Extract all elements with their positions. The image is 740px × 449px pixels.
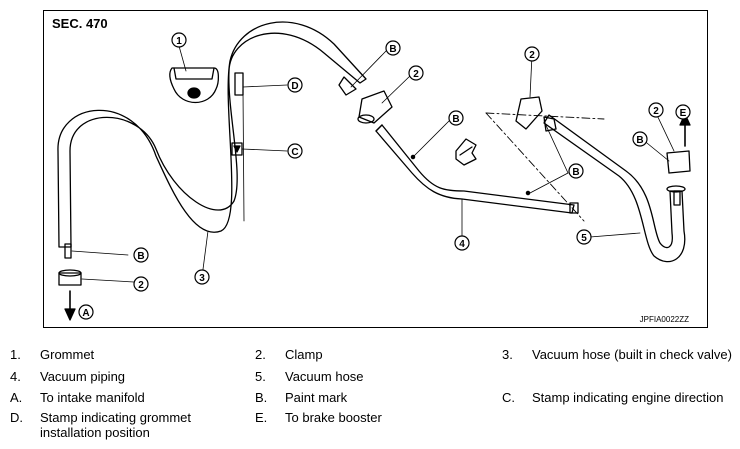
stamp-d-shape [234, 72, 244, 96]
callout-label-b: B [452, 114, 459, 125]
callout-label-e: E [680, 108, 687, 119]
callout-label-a: A [82, 308, 89, 319]
callout-circle [287, 77, 303, 93]
clamp-e-shape [666, 150, 691, 174]
callout-circle [454, 235, 470, 251]
callout-label-c: C [291, 147, 298, 158]
section-label: SEC. 470 [52, 16, 108, 31]
callout-circle [133, 276, 149, 292]
legend-item-2: 2.Clamp [255, 347, 323, 362]
grommet-shape [169, 67, 220, 103]
legend-item-1: 1.Grommet [10, 347, 95, 362]
vacuum-hose-5-shape [543, 114, 686, 263]
callout-label-4: 4 [459, 239, 465, 250]
callout-circle [632, 131, 648, 147]
figure-code: JPFIA0022ZZ [639, 315, 689, 324]
clip-shape [455, 138, 477, 166]
callout-label-3: 3 [199, 273, 205, 284]
legend-item-e: E.To brake booster [255, 410, 382, 425]
legend-item-a: A.To intake manifold [10, 390, 145, 405]
callout-circle [78, 304, 94, 320]
callout-label-1: 1 [176, 36, 182, 47]
clamp-a-shape [58, 272, 82, 286]
callout-circle [385, 40, 401, 56]
callout-circle [568, 163, 584, 179]
callout-label-b: B [389, 44, 396, 55]
vacuum-piping-shape [375, 124, 575, 214]
callout-label-b: B [137, 251, 144, 262]
callouts: 1 2 2 2 2 3 4 5A B B B B B C D E [78, 32, 691, 320]
legend-item-b: B.Paint mark [255, 390, 348, 405]
callout-label-2: 2 [653, 106, 659, 117]
vacuum-hose-diagram: 1 2 2 2 2 3 4 5A B B B B B C D E [57, 21, 691, 321]
callout-circle [448, 110, 464, 126]
callout-circle [675, 104, 691, 120]
legend-item-5: 5.Vacuum hose [255, 369, 364, 384]
legend-item-4: 4.Vacuum piping [10, 369, 126, 384]
callout-circle [576, 229, 592, 245]
callout-label-2: 2 [138, 280, 144, 291]
callout-label-b: B [572, 167, 579, 178]
callout-circle [171, 32, 187, 48]
callout-circle [524, 46, 540, 62]
callout-circle [408, 65, 424, 81]
callout-label-5: 5 [581, 233, 587, 244]
legend-item-c: C.Stamp indicating engine direction [502, 390, 724, 405]
legend-item-3: 3.Vacuum hose (built in check valve) [502, 347, 732, 362]
callout-circle [287, 143, 303, 159]
callout-circle [194, 269, 210, 285]
callout-label-b: B [636, 135, 643, 146]
callout-circle [648, 102, 664, 118]
callout-label-d: D [291, 81, 298, 92]
legend-item-d: D.Stamp indicating grommet installation … [10, 410, 192, 440]
callout-label-2: 2 [413, 69, 419, 80]
vacuum-hose-3-shape [57, 21, 367, 248]
clamp-c-shape [515, 96, 543, 130]
clamp-b-shape [358, 90, 393, 124]
callout-circle [133, 247, 149, 263]
callout-label-2: 2 [529, 50, 535, 61]
